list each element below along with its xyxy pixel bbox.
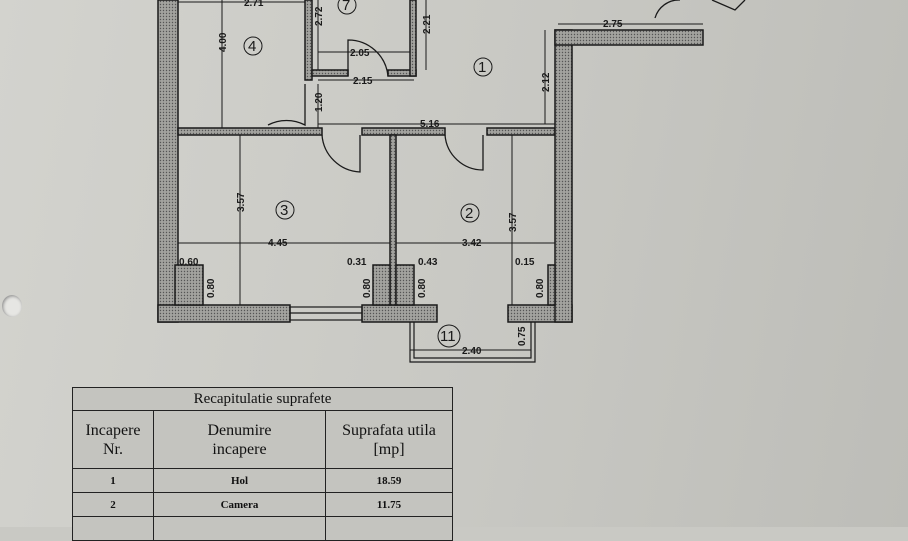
dim-niche-left: 0.60 — [179, 257, 199, 268]
arrow-shape — [711, 0, 746, 11]
dim-room3-width: 4.45 — [268, 238, 288, 249]
door-room4 — [267, 84, 306, 127]
table-row: 1 Hol 18.59 — [72, 468, 453, 493]
door-room7 — [347, 39, 389, 77]
wall-room7-bottom-a — [311, 69, 349, 77]
door-room2 — [444, 134, 484, 171]
walls — [157, 0, 704, 323]
room-number-4: 4 — [248, 38, 256, 55]
dim-balcony-depth: 0.75 — [517, 326, 528, 346]
header-line: Incapere — [85, 421, 141, 439]
header-line: Nr. — [103, 440, 123, 458]
dim-hol-width: 5.16 — [420, 119, 440, 130]
door-room3 — [321, 134, 361, 173]
dim-niche-mid-right: 0.43 — [418, 257, 438, 268]
dim-room7-height: 2.72 — [314, 6, 325, 26]
header-line: Denumire — [207, 421, 272, 439]
dim-niche-mid-left: 0.31 — [347, 257, 367, 268]
dim-room2-height: 3.57 — [508, 212, 519, 232]
wall-mid-1 — [177, 127, 323, 136]
dim-niche-right: 0.15 — [515, 257, 535, 268]
header-line: [mp] — [373, 440, 405, 458]
dim-door-gap: 1.20 — [314, 92, 325, 112]
room-number-2: 2 — [465, 205, 473, 222]
table-row: 2 Camera 11.75 — [72, 492, 453, 517]
header-line: incapere — [212, 440, 267, 458]
wall-room2-3 — [389, 134, 397, 306]
dim-room4-top: 2.71 — [244, 0, 264, 9]
wall-bottom-left — [157, 304, 291, 323]
wall-top-right — [554, 29, 704, 46]
room-number-1: 1 — [478, 59, 486, 76]
wall-right — [554, 29, 573, 323]
floor-plan-drawing: 1 2 3 4 7 11 2.71 4.00 2.72 2.05 2.21 2.… — [157, 0, 746, 363]
window-and-balcony — [289, 306, 536, 363]
cell-area: 18.59 — [325, 468, 453, 493]
dim-hol-depth: 2.21 — [422, 14, 433, 34]
dim-room2-width: 3.42 — [462, 238, 482, 249]
radiator-niche-mid-a — [372, 264, 391, 306]
cell-area: 11.75 — [325, 492, 453, 517]
wall-mid-3 — [486, 127, 556, 136]
doors[interactable] — [267, 0, 746, 173]
wall-mid-2 — [361, 127, 446, 136]
table-title: Recapitulatie suprafete — [72, 387, 453, 411]
room-labels: 1 2 3 4 7 11 — [243, 0, 493, 348]
dim-room3-height: 3.57 — [236, 192, 247, 212]
cell-name: Camera — [153, 492, 326, 517]
dim-niche-depth-3: 0.80 — [417, 278, 428, 298]
dimension-lines — [178, 0, 703, 351]
cell-name: Hol — [153, 468, 326, 493]
dim-balcony-width: 2.40 — [462, 346, 482, 357]
dim-room4-height: 4.00 — [218, 32, 229, 52]
header-area: Suprafata utila[mp] — [325, 410, 453, 469]
room-number-11: 11 — [440, 328, 456, 345]
dimension-labels: 2.71 4.00 2.72 2.05 2.21 2.15 1.20 5.16 … — [179, 0, 623, 357]
dim-niche-depth-4: 0.80 — [535, 278, 546, 298]
dim-corridor: 2.15 — [353, 76, 373, 87]
radiator-niche-mid-b — [395, 264, 415, 306]
dim-top-right: 2.75 — [603, 19, 623, 30]
room-number-7: 7 — [342, 0, 350, 14]
wall-room7-right — [409, 0, 417, 77]
cell-nr: 2 — [72, 492, 154, 517]
radiator-niche-right — [547, 264, 556, 306]
dim-room7-width: 2.05 — [350, 48, 370, 59]
room-number-3: 3 — [280, 202, 288, 219]
door-entrance — [654, 0, 680, 19]
wall-bottom-mid — [361, 304, 438, 323]
dim-niche-depth-2: 0.80 — [362, 278, 373, 298]
cell-nr: 1 — [72, 468, 154, 493]
table-row-cut-off — [72, 516, 453, 541]
radiator-niche-left — [174, 264, 204, 306]
dim-niche-depth-1: 0.80 — [206, 278, 217, 298]
dim-hol-right: 2.12 — [541, 72, 552, 92]
header-line: Suprafata utila — [342, 421, 436, 439]
wall-room7-left — [304, 0, 313, 81]
binder-hole — [2, 295, 22, 317]
